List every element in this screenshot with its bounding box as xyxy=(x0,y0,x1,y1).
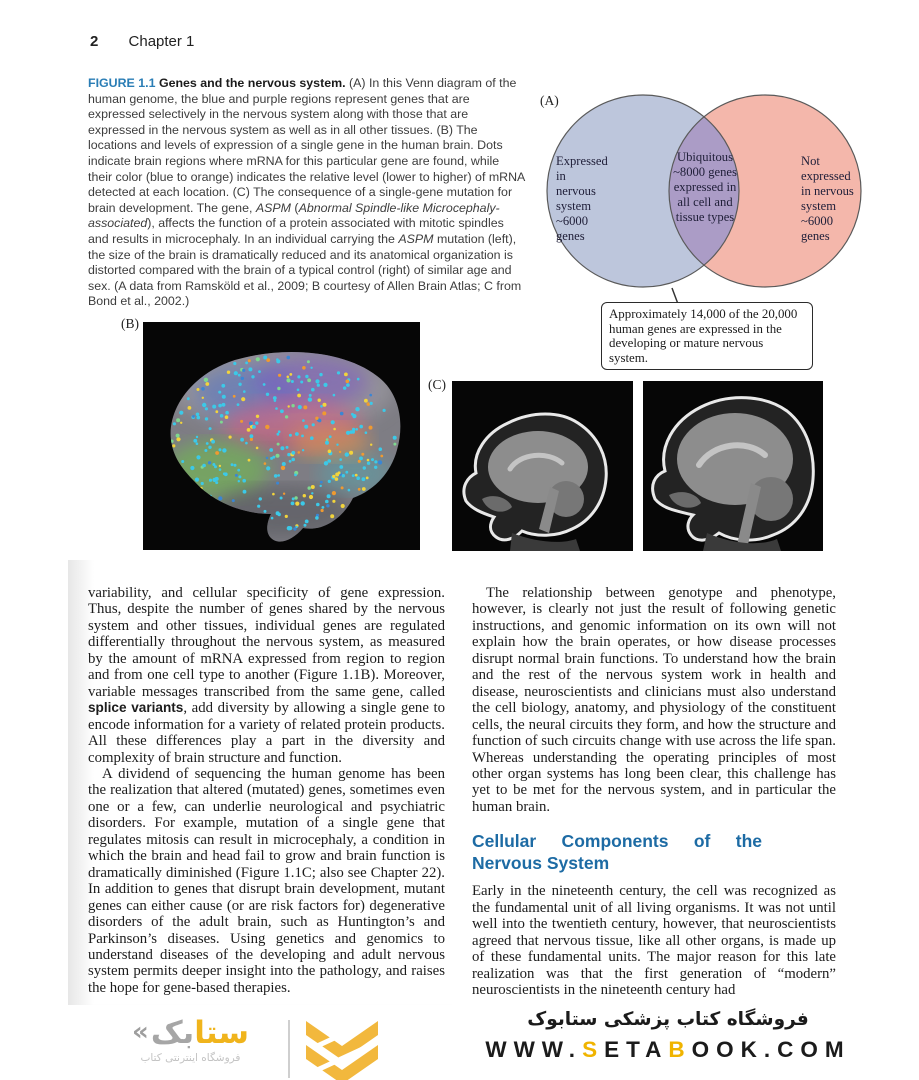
footer-divider xyxy=(288,1020,290,1078)
figure-caption: FIGURE 1.1 Genes and the nervous system.… xyxy=(88,76,526,310)
venn-right-label: Not expressed in nervous system ~6000 ge… xyxy=(801,154,854,243)
venn-overlap xyxy=(669,95,739,287)
figure-title: Genes and the nervous system. xyxy=(158,76,346,90)
guillemet-icon: « xyxy=(132,1017,149,1047)
venn-circles xyxy=(546,94,862,305)
website-url-link[interactable]: WWW.SETABOOK.COM xyxy=(485,1037,851,1062)
footer-text-block: فروشگاه کتاب پزشکی ستابوک WWW.SETABOOK.C… xyxy=(470,1009,866,1063)
paragraph-gene-expression: variability, and cellular specificity of… xyxy=(88,585,446,766)
panel-b-label: (B) xyxy=(121,316,139,331)
page-header: 2 Chapter 1 xyxy=(90,33,194,50)
mri-control-image xyxy=(643,381,823,551)
paragraph-genotype-phenotype: The relationship between genotype and ph… xyxy=(472,585,836,815)
venn-left-label: Expressed in nervous system ~6000 genes xyxy=(556,154,608,243)
section-heading: Cellular Components of the Nervous Syste… xyxy=(472,831,762,873)
venn-diagram: Expressed in nervous system ~6000 genes … xyxy=(537,92,882,317)
brain-render xyxy=(143,322,420,550)
mri-left-render xyxy=(452,381,633,551)
footer-tagline: فروشگاه کتاب پزشکی ستابوک xyxy=(527,1009,809,1030)
setabook-logo: «ستابک فروشگاه اینترنتی کتاب xyxy=(108,1015,273,1064)
brain-expression-image xyxy=(143,322,420,550)
panel-a-label: (A) xyxy=(540,93,559,108)
chapter-title: Chapter 1 xyxy=(128,33,195,50)
panel-c-label: (C) xyxy=(428,377,446,392)
body-left-column: variability, and cellular specificity of… xyxy=(88,585,445,996)
venn-callout: Approximately 14,000 of the 20,000 human… xyxy=(601,302,813,371)
figure-label: FIGURE 1.1 xyxy=(88,76,156,90)
bookstore-footer: «ستابک فروشگاه اینترنتی کتاب فروشگاه کتا… xyxy=(0,1005,919,1080)
body-right-column: The relationship between genotype and ph… xyxy=(472,585,836,999)
callout-pointer xyxy=(671,287,679,305)
mri-right-render xyxy=(643,381,823,551)
mri-microcephaly-image xyxy=(452,381,633,551)
page-number: 2 xyxy=(90,33,99,50)
paragraph-genome-dividend: A dividend of sequencing the human genom… xyxy=(88,765,445,996)
setabook-wordmark: «ستابک xyxy=(132,1015,249,1051)
venn-center-label: Ubiquitous ~8000 genes expressed in all … xyxy=(673,150,737,224)
figure-caption-body: (A) In this Venn diagram of the human ge… xyxy=(88,76,525,309)
logo-subtitle: فروشگاه اینترنتی کتاب xyxy=(140,1052,241,1064)
paragraph-cell-theory: Early in the nineteenth century, the cel… xyxy=(472,883,836,999)
chevron-emblem-icon xyxy=(301,1019,383,1080)
